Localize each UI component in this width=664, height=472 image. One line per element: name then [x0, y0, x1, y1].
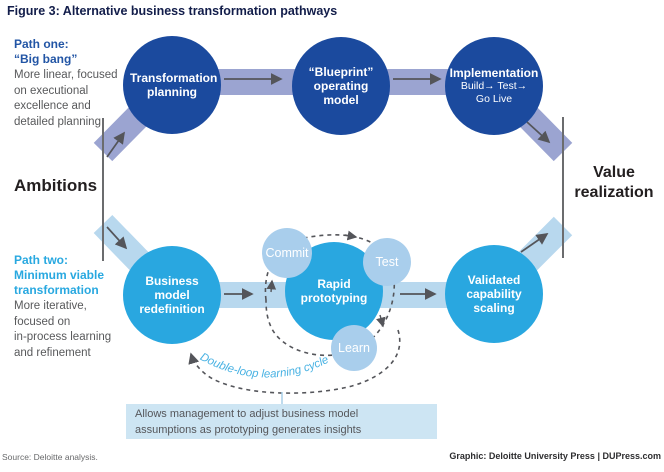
ambitions-label: Ambitions — [14, 176, 98, 195]
node-implementation-go-live: Go Live — [475, 93, 513, 105]
path-one-heading: Path one: “Big bang” — [14, 37, 134, 67]
node-business-model-redefinition: Business model redefinition — [123, 246, 221, 344]
node-implementation-build-test: Build→ Test→ — [460, 80, 528, 92]
path-two-heading: Path two: Minimum viable transformation — [14, 253, 134, 298]
loop-arrow-to-test — [344, 230, 358, 241]
note-line2: assumptions as prototyping generates ins… — [135, 424, 362, 436]
management-note-box: Allows management to adjust business mod… — [126, 404, 437, 439]
path-two-desc-line2: focused on — [14, 315, 71, 328]
arrow-validated-to-value — [520, 233, 549, 253]
path-two-heading-line3: transformation — [14, 283, 99, 297]
node-blueprint-label: “Blueprint” operating model — [308, 65, 374, 107]
loop-arrow-to-commit — [266, 279, 277, 293]
node-business-model-label: Business model redefinition — [139, 274, 205, 316]
path-two-desc-line1: More iterative, — [14, 300, 87, 312]
path-two-desc-line4: and refinement — [14, 346, 91, 359]
arrow-ambitions-to-planning — [106, 131, 125, 158]
node-validated-capability-scaling: Validated capability scaling — [445, 245, 543, 343]
arrow-ambitions-to-bmr — [106, 226, 128, 250]
node-test-label: Test — [375, 255, 399, 269]
path-one-desc-line2: on executional — [14, 84, 89, 97]
node-validated-scaling-label: Validated capability scaling — [466, 273, 522, 315]
path-one-desc-line3: excellence and — [14, 100, 91, 112]
node-commit-label: Commit — [265, 246, 309, 260]
path-two-description: More iterative, focused on in-process le… — [14, 299, 134, 361]
path-two-desc-line3: in-process learning — [14, 331, 112, 343]
node-blueprint-operating-model: “Blueprint” operating model — [292, 37, 390, 135]
path-two-heading-line1: Path two: — [14, 253, 68, 267]
node-learn: Learn — [331, 325, 377, 371]
node-commit: Commit — [262, 228, 312, 278]
path-two-heading-line2: Minimum viable — [14, 268, 105, 282]
node-transformation-planning: Transformation planning — [123, 36, 221, 134]
source-credit: Source: Deloitte analysis. — [2, 452, 98, 462]
node-implementation-title: Implementation — [449, 66, 539, 80]
node-implementation: Implementation Build→ Test→ Go Live — [445, 37, 543, 135]
path-one-desc-line1: More linear, focused — [14, 69, 118, 81]
note-line1: Allows management to adjust business mod… — [135, 408, 359, 420]
path-one-heading-line1: Path one: — [14, 37, 69, 51]
node-test: Test — [363, 238, 411, 286]
double-loop-label: Double-loop learning cycle — [198, 351, 331, 380]
path-one-desc-line4: detailed planning — [14, 115, 101, 128]
path-one-description: More linear, focused on executional exce… — [14, 68, 134, 130]
node-rapid-prototyping-label: Rapid prototyping — [300, 277, 368, 305]
arrow-implementation-to-value — [526, 121, 551, 144]
value-realization-label: Value realization — [574, 164, 654, 201]
svg-text:Double-loop learning cycle: Double-loop learning cycle — [198, 351, 331, 380]
path-one-heading-line2: “Big bang” — [14, 52, 78, 66]
double-loop-dashed — [188, 329, 401, 394]
loop-arrow-to-learn — [376, 314, 386, 328]
node-transformation-planning-label: Transformation planning — [130, 71, 218, 99]
graphic-credit: Graphic: Deloitte University Press | DUP… — [449, 451, 661, 461]
figure-title: Figure 3: Alternative business transform… — [7, 4, 338, 18]
node-learn-label: Learn — [338, 341, 370, 355]
